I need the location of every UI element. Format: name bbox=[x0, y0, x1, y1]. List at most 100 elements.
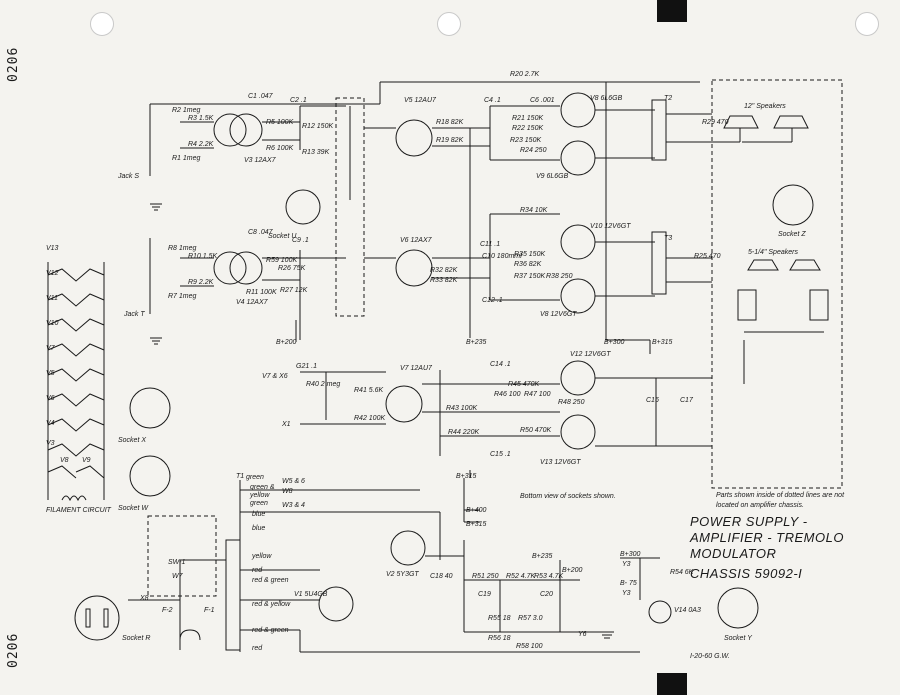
note-dotted-2: located on amplifier chassis. bbox=[716, 502, 804, 509]
label-socket-r: Socket R bbox=[122, 635, 150, 642]
label-r8: R8 1meg bbox=[168, 245, 197, 252]
channel-2 bbox=[149, 213, 829, 384]
label-fil-v8: V8 bbox=[60, 457, 69, 464]
channel-1 bbox=[149, 81, 809, 340]
label-w7: W7 bbox=[172, 573, 184, 580]
tube-v13 bbox=[560, 414, 596, 450]
label-r41: R41 5.6K bbox=[354, 387, 384, 394]
socket-x-drawing bbox=[129, 387, 171, 429]
punch-hole bbox=[437, 12, 461, 36]
tube-v1 bbox=[318, 586, 354, 622]
label-t1-blue: blue bbox=[252, 511, 265, 518]
punch-hole bbox=[855, 12, 879, 36]
label-r47: R47 100 bbox=[524, 391, 551, 398]
label-r38: R38 250 bbox=[546, 273, 573, 280]
label-v3: V3 12AX7 bbox=[244, 157, 277, 164]
title-line-3: MODULATOR bbox=[690, 546, 776, 561]
label-r18: R18 82K bbox=[436, 119, 464, 126]
label-r22: R22 150K bbox=[512, 125, 543, 132]
label-b315-v7: B+315 bbox=[456, 473, 477, 480]
label-c6: C6 .001 bbox=[530, 97, 555, 104]
label-r54: R54 6K bbox=[670, 569, 694, 576]
label-c12: C12 .1 bbox=[482, 297, 503, 304]
label-r55: R55 18 bbox=[488, 615, 511, 622]
label-v5: V5 12AU7 bbox=[404, 97, 437, 104]
label-fil-v10: V10 bbox=[46, 320, 59, 327]
label-v14: V14 0A3 bbox=[674, 607, 701, 614]
label-socket-x: Socket X bbox=[118, 437, 146, 444]
label-t1: T1 bbox=[236, 473, 244, 480]
note-dotted-1: Parts shown inside of dotted lines are n… bbox=[716, 492, 845, 499]
label-r37: R37 150K bbox=[514, 273, 545, 280]
label-r20: R20 2.7K bbox=[510, 71, 540, 78]
label-v10: V10 12V6GT bbox=[590, 223, 631, 230]
label-c11: C11 .1 bbox=[480, 241, 500, 248]
label-v8b: V8 12V6GT bbox=[540, 311, 577, 318]
label-fil-v6: V6 bbox=[46, 395, 55, 402]
tube-v10 bbox=[560, 224, 596, 260]
label-v8-6l6: V8 6L6GB bbox=[590, 95, 623, 102]
label-socket-u: Socket U bbox=[268, 233, 297, 240]
label-t1-w8: W8 bbox=[282, 488, 293, 495]
label-c20: C20 bbox=[540, 591, 553, 598]
label-t1-w34: W3 & 4 bbox=[282, 502, 305, 509]
label-c4: C4 .1 bbox=[484, 97, 501, 104]
label-r51: R51 250 bbox=[472, 573, 499, 580]
note-bottom-view: Bottom view of sockets shown. bbox=[520, 493, 616, 500]
label-r44: R44 220K bbox=[448, 429, 479, 436]
label-r56: R56 18 bbox=[488, 635, 511, 642]
label-r46: R46 100 bbox=[494, 391, 521, 398]
label-fil-v4: V4 bbox=[46, 420, 55, 427]
tube-v4 bbox=[213, 251, 247, 285]
label-r34: R34 10K bbox=[520, 207, 548, 214]
label-x1: X1 bbox=[281, 421, 291, 428]
speaker-5-b bbox=[789, 259, 821, 271]
label-c16: C16 bbox=[646, 397, 659, 404]
ground-symbols bbox=[150, 203, 614, 639]
label-b200: B+200 bbox=[276, 339, 297, 346]
label-f1: F-1 bbox=[204, 607, 215, 614]
tube-v14 bbox=[648, 600, 672, 624]
socket-u-drawing bbox=[285, 189, 321, 225]
label-r42: R42 100K bbox=[354, 415, 385, 422]
label-t1-red2: red bbox=[252, 645, 263, 652]
speaker-coil-a bbox=[737, 289, 757, 321]
label-r10: R10 1.5K bbox=[188, 253, 218, 260]
filament-circuit bbox=[47, 262, 105, 502]
label-v2: V2 5Y3GT bbox=[386, 571, 419, 578]
label-b315: B+315 bbox=[652, 339, 673, 346]
speaker-5-a bbox=[747, 259, 779, 271]
label-b200-ps: B+200 bbox=[562, 567, 583, 574]
label-r33: R33 82K bbox=[430, 277, 458, 284]
label-jack-t: Jack T bbox=[123, 311, 145, 318]
label-fil-v12: V12 bbox=[46, 270, 59, 277]
speaker-coil-b bbox=[809, 289, 829, 321]
label-r50: R50 470K bbox=[520, 427, 551, 434]
label-r9: R9 2.2K bbox=[188, 279, 214, 286]
tube-v3 bbox=[213, 113, 247, 147]
label-b300: B+300 bbox=[604, 339, 625, 346]
title-chassis: CHASSIS 59092-I bbox=[690, 566, 802, 581]
label-r25: R25 470 bbox=[694, 253, 721, 260]
tube-v5 bbox=[395, 119, 433, 157]
label-c19: C19 bbox=[478, 591, 491, 598]
label-r43: R43 100K bbox=[446, 405, 477, 412]
title-line-2: AMPLIFIER - TREMOLO bbox=[689, 530, 844, 545]
switch-box bbox=[147, 515, 217, 597]
label-t1-green-and: green & bbox=[250, 484, 275, 491]
speaker-12-b bbox=[773, 115, 809, 129]
label-sw1: SW-1 bbox=[168, 559, 185, 566]
label-v9-6l6: V9 6L6GB bbox=[536, 173, 569, 180]
tube-v12 bbox=[560, 360, 596, 396]
label-r2: R2 1meg bbox=[172, 107, 201, 114]
label-speakers-12: 12" Speakers bbox=[744, 103, 786, 110]
label-f2: F-2 bbox=[162, 607, 173, 614]
label-t1-green2: green bbox=[250, 500, 268, 507]
label-t1-red-yellow: red & yellow bbox=[252, 601, 291, 608]
label-t1-yellow: yellow bbox=[249, 492, 270, 499]
label-t3: T3 bbox=[664, 235, 672, 242]
label-v13: V13 12V6GT bbox=[540, 459, 581, 466]
label-c2: C2 .1 bbox=[290, 97, 307, 104]
label-r35: R35 150K bbox=[514, 251, 545, 258]
